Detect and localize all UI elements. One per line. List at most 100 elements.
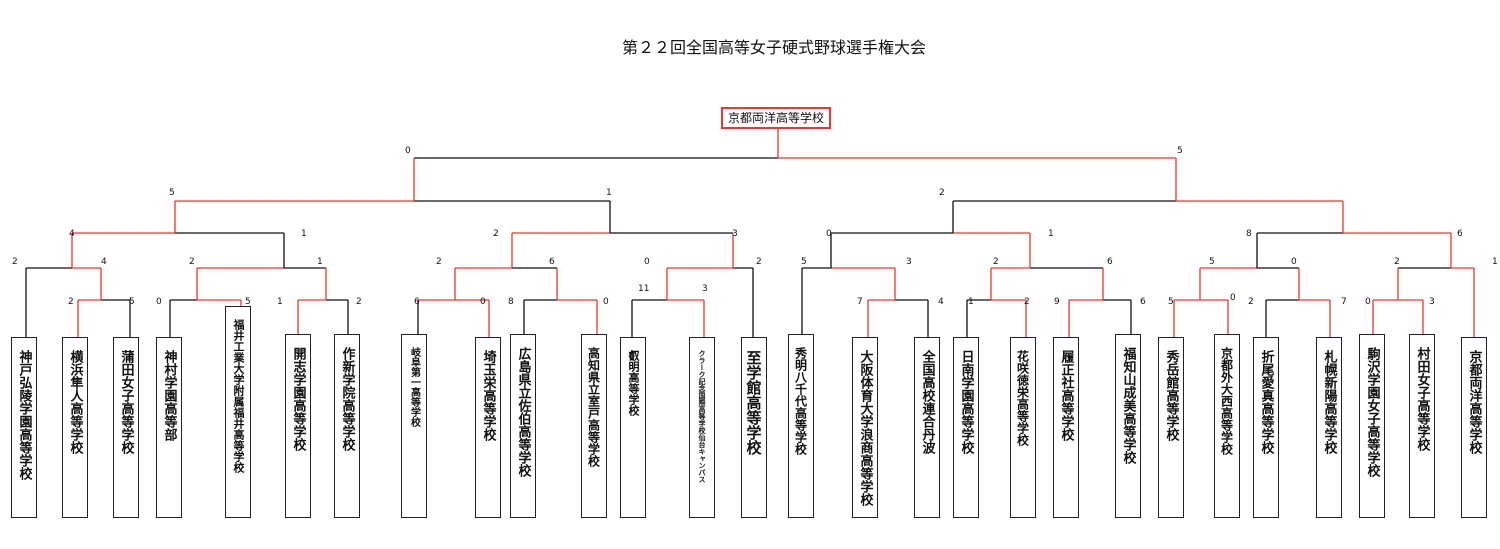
score-label: 5	[1168, 297, 1174, 307]
score-label: 4	[938, 297, 944, 307]
score-label: 3	[906, 257, 912, 267]
score-label: 0	[1365, 297, 1371, 307]
team-name: 開志学園高等学校	[290, 347, 306, 451]
score-label: 2	[436, 257, 442, 267]
score-label: 1	[968, 297, 974, 307]
page-title: 第２２回全国高等女子硬式野球選手権大会	[621, 38, 926, 57]
score-label: 2	[1394, 257, 1400, 267]
score-label: 9	[1054, 297, 1060, 307]
team-name: クラーク記念国際高等学校仙台キャンパス	[698, 350, 706, 483]
team-box-kamata-joshi: 蒲田女子高等学校	[113, 337, 139, 518]
team-name: 神戸弘陵学園高等学校	[16, 350, 32, 480]
score-label: 0	[405, 146, 411, 156]
team-box-kamimura-gakuen: 神村学園高等部	[156, 337, 182, 518]
score-label: 11	[638, 284, 650, 294]
team-box-shugakukan: 秀岳館高等学校	[1158, 337, 1184, 518]
team-box-clark-sendai: クラーク記念国際高等学校仙台キャンパス	[689, 337, 715, 518]
team-name: 蒲田女子高等学校	[118, 350, 134, 454]
team-name: 大阪体育大学浪商高等学校	[857, 350, 873, 506]
team-box-kaishi-gakuen: 開志学園高等学校	[285, 334, 311, 518]
score-label: 5	[1209, 257, 1215, 267]
team-box-orio-aishin: 折尾愛真高等学校	[1253, 337, 1279, 518]
score-label: 0	[156, 297, 162, 307]
score-label: 5	[129, 297, 135, 307]
team-name: 京都両洋高等学校	[1466, 350, 1482, 454]
score-label: 0	[1230, 293, 1236, 303]
team-box-komazawa-gakuen-joshi: 駒沢学園女子高等学校	[1359, 334, 1385, 518]
team-box-eimei: 叡明高等学校	[620, 337, 646, 518]
team-name: 全国高校連合丹波	[919, 350, 935, 454]
score-label: 5	[245, 297, 251, 307]
team-name: 折尾愛真高等学校	[1258, 350, 1274, 454]
score-label: 0	[1291, 257, 1297, 267]
team-name: 駒沢学園女子高等学校	[1364, 347, 1380, 477]
score-label: 2	[993, 257, 999, 267]
team-name: 至学館高等学校	[744, 350, 763, 455]
team-box-sapporo-shinyo: 札幌新陽高等学校	[1316, 337, 1342, 518]
team-box-kyoto-gaidai-nishi: 京都外大西高等学校	[1214, 334, 1240, 518]
team-name: 札幌新陽高等学校	[1321, 350, 1337, 454]
team-name: 履正社高等学校	[1058, 350, 1074, 441]
team-box-kyoto-ryoyo: 京都両洋高等学校	[1461, 337, 1487, 518]
team-name: 京都外大西高等学校	[1219, 347, 1234, 455]
score-label: 2	[493, 229, 499, 239]
score-label: 1	[606, 188, 612, 198]
score-label: 5	[1177, 146, 1183, 156]
team-box-riseisha: 履正社高等学校	[1053, 337, 1079, 518]
score-label: 1	[301, 229, 307, 239]
team-box-murata-joshi: 村田女子高等学校	[1409, 334, 1435, 518]
team-name: 岐阜第一高等学校	[408, 347, 420, 427]
team-name: 福知山成美高等学校	[1120, 347, 1136, 464]
score-label: 3	[702, 284, 708, 294]
score-label: 6	[1107, 257, 1113, 267]
team-box-hiroshima-saiki: 広島県立佐伯高等学校	[510, 334, 536, 518]
score-label: 6	[1457, 229, 1463, 239]
score-label: 6	[414, 297, 420, 307]
score-label: 1	[277, 297, 283, 307]
team-name: 作新学院高等学校	[339, 347, 355, 451]
team-box-nichinan-gakuen: 日南学園高等学校	[953, 337, 979, 518]
team-name: 秀岳館高等学校	[1163, 350, 1179, 441]
score-label: 2	[1248, 297, 1254, 307]
score-label: 8	[508, 297, 514, 307]
team-name: 神村学園高等部	[161, 350, 177, 441]
team-name: 高知県立室戸高等学校	[586, 347, 601, 467]
score-label: 2	[356, 297, 362, 307]
score-label: 6	[1140, 297, 1146, 307]
champion-box: 京都両洋高等学校	[721, 107, 831, 129]
score-label: 2	[939, 188, 945, 198]
score-label: 0	[644, 257, 650, 267]
score-label: 0	[603, 297, 609, 307]
team-name: 叡明高等学校	[627, 350, 640, 416]
score-label: 5	[801, 257, 807, 267]
score-label: 0	[826, 229, 832, 239]
score-label: 2	[68, 297, 74, 307]
score-label: 2	[1024, 297, 1030, 307]
score-label: 2	[12, 257, 18, 267]
team-box-shumei-yachiyo: 秀明八千代高等学校	[788, 334, 814, 518]
score-label: 7	[1341, 297, 1347, 307]
score-label: 3	[1429, 297, 1435, 307]
score-label: 7	[857, 297, 863, 307]
team-name: 埼玉栄高等学校	[480, 350, 496, 441]
team-box-shigakkan: 至学館高等学校	[741, 337, 767, 518]
team-name: 横浜隼人高等学校	[67, 350, 83, 454]
score-label: 1	[1048, 229, 1054, 239]
team-box-yokohama-hayato: 横浜隼人高等学校	[62, 337, 88, 518]
team-name: 広島県立佐伯高等学校	[515, 347, 531, 477]
team-box-fukui-kogyo-fuzoku: 福井工業大学附属福井高等学校	[225, 306, 251, 518]
score-label: 2	[189, 257, 195, 267]
score-label: 6	[549, 257, 555, 267]
team-box-kochi-muroto: 高知県立室戸高等学校	[581, 334, 607, 518]
team-name: 日南学園高等学校	[958, 350, 974, 454]
team-box-osaka-taiiku-namisho: 大阪体育大学浪商高等学校	[852, 337, 878, 518]
score-label: 4	[69, 229, 75, 239]
score-label: 4	[101, 257, 107, 267]
score-label: 5	[169, 188, 175, 198]
team-box-fukuchiyama-seibi: 福知山成美高等学校	[1115, 334, 1141, 518]
score-label: 1	[317, 257, 323, 267]
team-name: 福井工業大学附属福井高等学校	[232, 319, 245, 473]
team-box-sakushin-gakuin: 作新学院高等学校	[334, 334, 360, 518]
team-box-zenkoku-rengo-tanba: 全国高校連合丹波	[914, 337, 940, 518]
